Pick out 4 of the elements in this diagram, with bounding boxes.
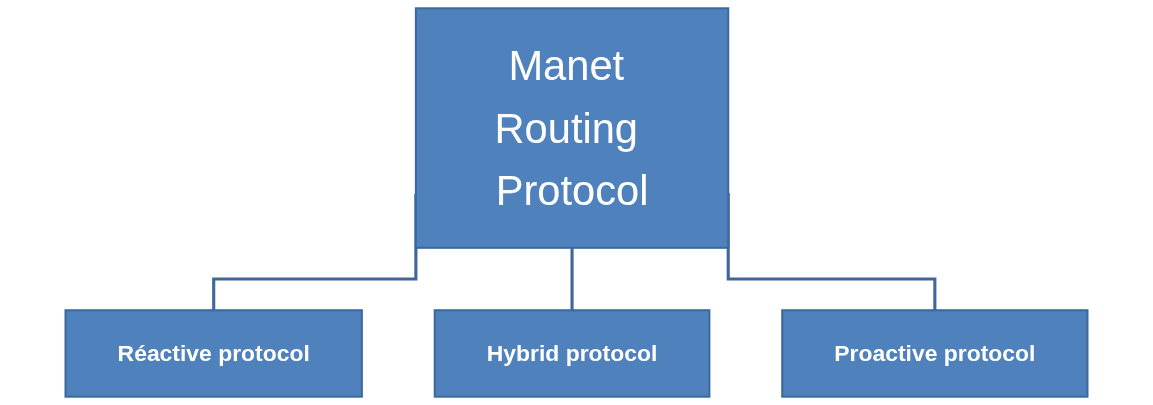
node-box: Proactive protocol [781, 309, 1089, 398]
node-box: Hybrid protocol [433, 309, 711, 398]
node-box: Manet Routing Protocol [414, 7, 730, 249]
node-box: Réactive protocol [64, 309, 363, 398]
